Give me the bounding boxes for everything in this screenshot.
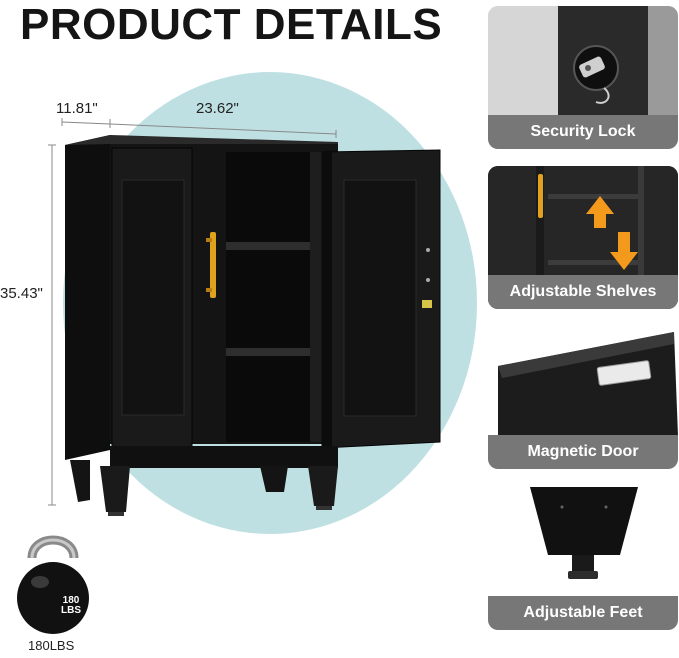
weight-badge-number: 180 — [62, 595, 80, 606]
lock-icon — [488, 6, 678, 116]
weight-badge: 180 LBS — [56, 596, 86, 616]
height-label: 35.43" — [0, 285, 43, 302]
feature-panel-security-lock: Security Lock — [488, 6, 678, 149]
feature-panel-magnetic-door: Magnetic Door — [488, 326, 678, 469]
page-title: PRODUCT DETAILS — [20, 0, 443, 49]
depth-label: 11.81" — [56, 100, 98, 117]
feature-caption: Adjustable Shelves — [488, 275, 678, 309]
magnet-icon — [488, 326, 678, 436]
width-label: 23.62" — [196, 100, 239, 117]
feature-panel-adjustable-feet: Adjustable Feet — [488, 487, 678, 630]
kettlebell-icon — [17, 535, 89, 634]
feature-caption: Adjustable Feet — [488, 596, 678, 630]
feature-caption: Security Lock — [488, 115, 678, 149]
weight-label: 180LBS — [28, 638, 75, 653]
feature-caption: Magnetic Door — [488, 435, 678, 469]
weight-badge-unit: LBS — [61, 605, 81, 616]
shelf-arrows-icon — [488, 166, 678, 276]
foot-icon — [488, 487, 678, 597]
feature-panel-adjustable-shelves: Adjustable Shelves — [488, 166, 678, 309]
cabinet-illustration — [65, 135, 441, 516]
